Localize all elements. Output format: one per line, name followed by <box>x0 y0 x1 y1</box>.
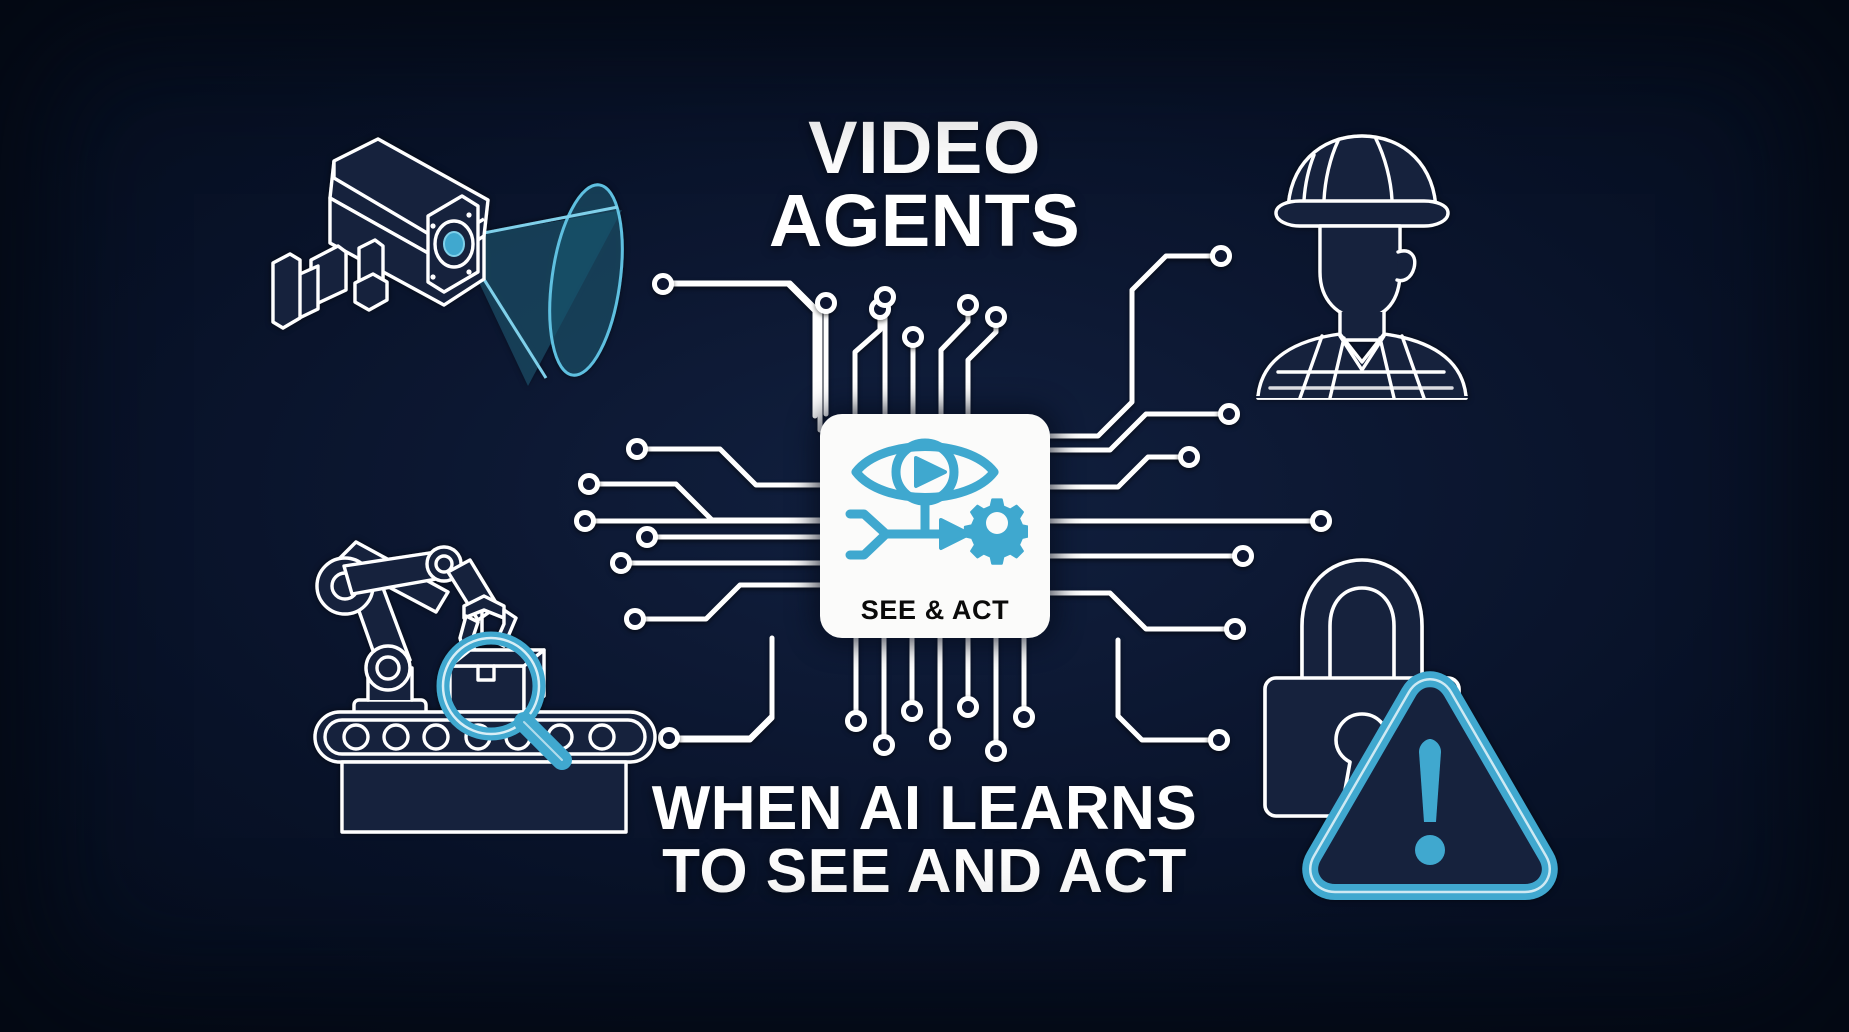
magnifier-icon <box>436 631 572 770</box>
warning-triangle-icon <box>1302 671 1558 900</box>
construction-worker-icon <box>1256 134 1468 400</box>
see-and-act-logo-card[interactable]: SEE & ACT <box>820 414 1050 638</box>
title-line-1: VIDEO <box>808 106 1041 189</box>
arrow-head-icon <box>939 518 971 550</box>
subtitle-line-1: WHEN AI LEARNS <box>651 774 1198 843</box>
page-subtitle: WHEN AI LEARNS TO SEE AND ACT <box>0 774 1849 907</box>
gear-icon <box>963 498 1028 565</box>
page-title: VIDEO AGENTS <box>0 106 1849 262</box>
title-line-2: AGENTS <box>768 178 1081 262</box>
card-glyph-group <box>845 438 1028 565</box>
play-button-icon <box>914 456 947 488</box>
trace-paths <box>585 253 1321 751</box>
trace-nodes <box>574 245 1332 762</box>
flow-arrow-icon <box>845 509 951 560</box>
padlock-warning-icon <box>1263 558 1558 900</box>
subtitle-line-2: TO SEE AND ACT <box>662 837 1187 907</box>
robot-arm-conveyor-icon <box>313 540 657 834</box>
card-label: SEE & ACT <box>860 595 1010 625</box>
security-camera-icon <box>271 137 624 386</box>
